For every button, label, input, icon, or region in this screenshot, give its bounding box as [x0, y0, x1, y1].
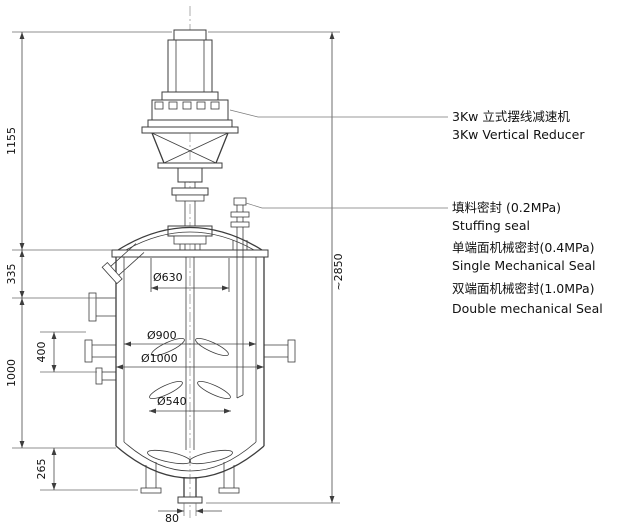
dim-335: 335 [5, 264, 18, 285]
dip-pipe [230, 197, 250, 399]
note-stuffing-seal-en: Stuffing seal [452, 218, 530, 233]
dim-80: 80 [165, 512, 179, 525]
note-stuffing-seal-cn: 填料密封 (0.2MPa) [452, 200, 561, 215]
left-dimension-lines [12, 31, 172, 491]
nozzles [84, 197, 296, 399]
note-single-seal-en: Single Mechanical Seal [452, 258, 595, 273]
dim-dia-900: Ø900 [147, 329, 177, 342]
motor [167, 29, 213, 93]
note-double-seal-en: Double mechanical Seal [452, 301, 603, 316]
dim-dia-630: Ø630 [153, 271, 183, 284]
note-reducer-cn: 3Kw 立式摆线减速机 [452, 109, 570, 124]
note-single-seal-cn: 单端面机械密封(0.4MPa) [452, 240, 595, 255]
dim-1155: 1155 [5, 127, 18, 155]
diameter-dimensions [116, 258, 264, 414]
dim-400: 400 [35, 342, 48, 363]
overall-height-dimension [206, 31, 340, 504]
bottom-nozzle-dimension [158, 503, 222, 516]
top-angled-nozzle [101, 243, 145, 285]
vessel [111, 226, 269, 504]
dim-dia-540: Ø540 [157, 395, 187, 408]
dim-1000: 1000 [5, 359, 18, 387]
note-reducer-en: 3Kw Vertical Reducer [452, 127, 585, 142]
reducer [141, 91, 239, 134]
coupling-and-seal [167, 167, 213, 256]
right-jacket-nozzle [264, 339, 296, 363]
dim-overall-height: ~2850 [332, 253, 345, 290]
dim-265: 265 [35, 459, 48, 480]
side-manway-nozzle [88, 292, 116, 322]
left-small-nozzle [95, 367, 116, 385]
dim-dia-1000: Ø1000 [141, 352, 178, 365]
note-double-seal-cn: 双端面机械密封(1.0MPa) [452, 281, 595, 296]
leader-lines [229, 109, 448, 209]
left-jacket-nozzle [84, 339, 116, 363]
